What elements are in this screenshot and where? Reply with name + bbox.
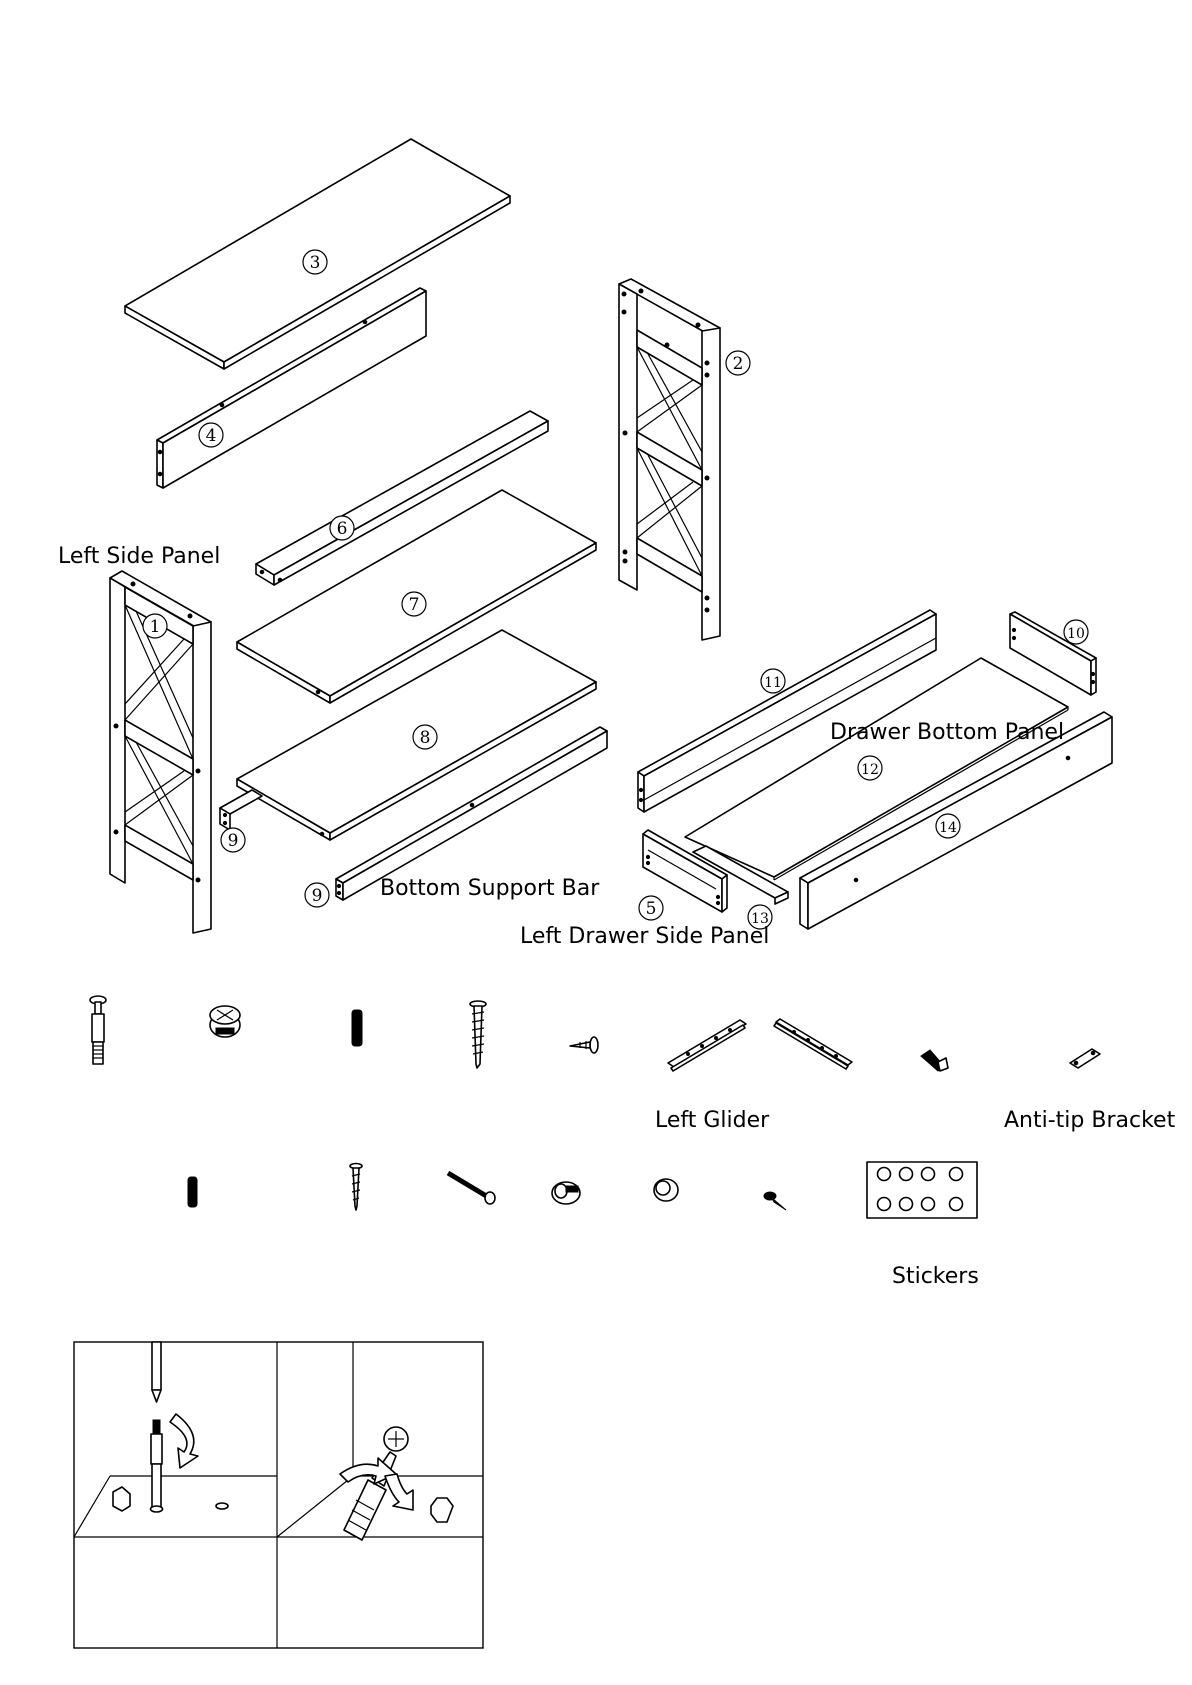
panel-2-right-side <box>619 279 720 640</box>
part-number-12: 12 <box>858 756 882 780</box>
glider-rail-left-icon <box>668 1020 746 1071</box>
label-left-glider: Left Glider <box>655 1108 770 1133</box>
part-number-5: 5 <box>639 896 663 920</box>
svg-text:2: 2 <box>733 354 744 374</box>
part-number-4: 4 <box>199 423 223 447</box>
cam-bolt-icon <box>90 996 106 1064</box>
svg-text:10: 10 <box>1067 626 1085 642</box>
part-number-6: 6 <box>330 516 354 540</box>
glider-rail-right-icon <box>774 1019 852 1069</box>
label-left-side-panel: Left Side Panel <box>58 544 220 569</box>
part-number-9a: 9 <box>221 828 245 852</box>
label-stickers: Stickers <box>892 1264 979 1289</box>
cam-lock-icon <box>210 1006 240 1037</box>
wood-dowel-icon <box>352 1010 362 1046</box>
anti-tip-bracket-icon <box>1070 1049 1100 1068</box>
part-number-7: 7 <box>402 592 426 616</box>
part-number-8: 8 <box>413 725 437 749</box>
svg-text:14: 14 <box>939 820 957 836</box>
svg-text:4: 4 <box>206 426 217 446</box>
svg-text:1: 1 <box>150 617 161 637</box>
instruction-grid <box>74 1342 483 1648</box>
part-number-14: 14 <box>936 814 960 838</box>
label-bottom-support-bar: Bottom Support Bar <box>380 876 600 901</box>
tiny-screw-icon <box>764 1192 786 1210</box>
svg-text:7: 7 <box>409 595 420 615</box>
label-drawer-bottom-panel: Drawer Bottom Panel <box>830 720 1064 745</box>
part-number-3: 3 <box>303 250 327 274</box>
part-number-1: 1 <box>143 614 167 638</box>
bar-9-left <box>220 790 262 830</box>
part-number-2: 2 <box>726 351 750 375</box>
bolt-icon <box>448 1173 495 1204</box>
svg-text:8: 8 <box>420 728 431 748</box>
sticker-sheet-icon <box>867 1162 977 1218</box>
part-number-10: 10 <box>1064 620 1088 644</box>
svg-text:9: 9 <box>312 886 323 906</box>
svg-text:11: 11 <box>764 675 782 691</box>
svg-text:5: 5 <box>646 899 657 919</box>
barrel-nut-icon <box>552 1182 580 1204</box>
anchor-plug-icon <box>921 1050 948 1071</box>
long-screw-icon <box>470 1001 486 1068</box>
part-number-11: 11 <box>761 669 785 693</box>
part-number-9b: 9 <box>305 883 329 907</box>
label-anti-tip-bracket: Anti-tip Bracket <box>1004 1108 1176 1133</box>
drawer-knob-icon <box>654 1179 678 1201</box>
label-left-drawer-side-panel: Left Drawer Side Panel <box>520 924 769 949</box>
small-dowel-icon <box>188 1177 197 1207</box>
svg-text:9: 9 <box>228 831 239 851</box>
svg-text:12: 12 <box>861 762 879 778</box>
small-screw-icon <box>350 1164 362 1211</box>
short-screw-icon <box>570 1037 598 1053</box>
svg-text:6: 6 <box>337 519 348 539</box>
svg-text:3: 3 <box>310 253 321 273</box>
